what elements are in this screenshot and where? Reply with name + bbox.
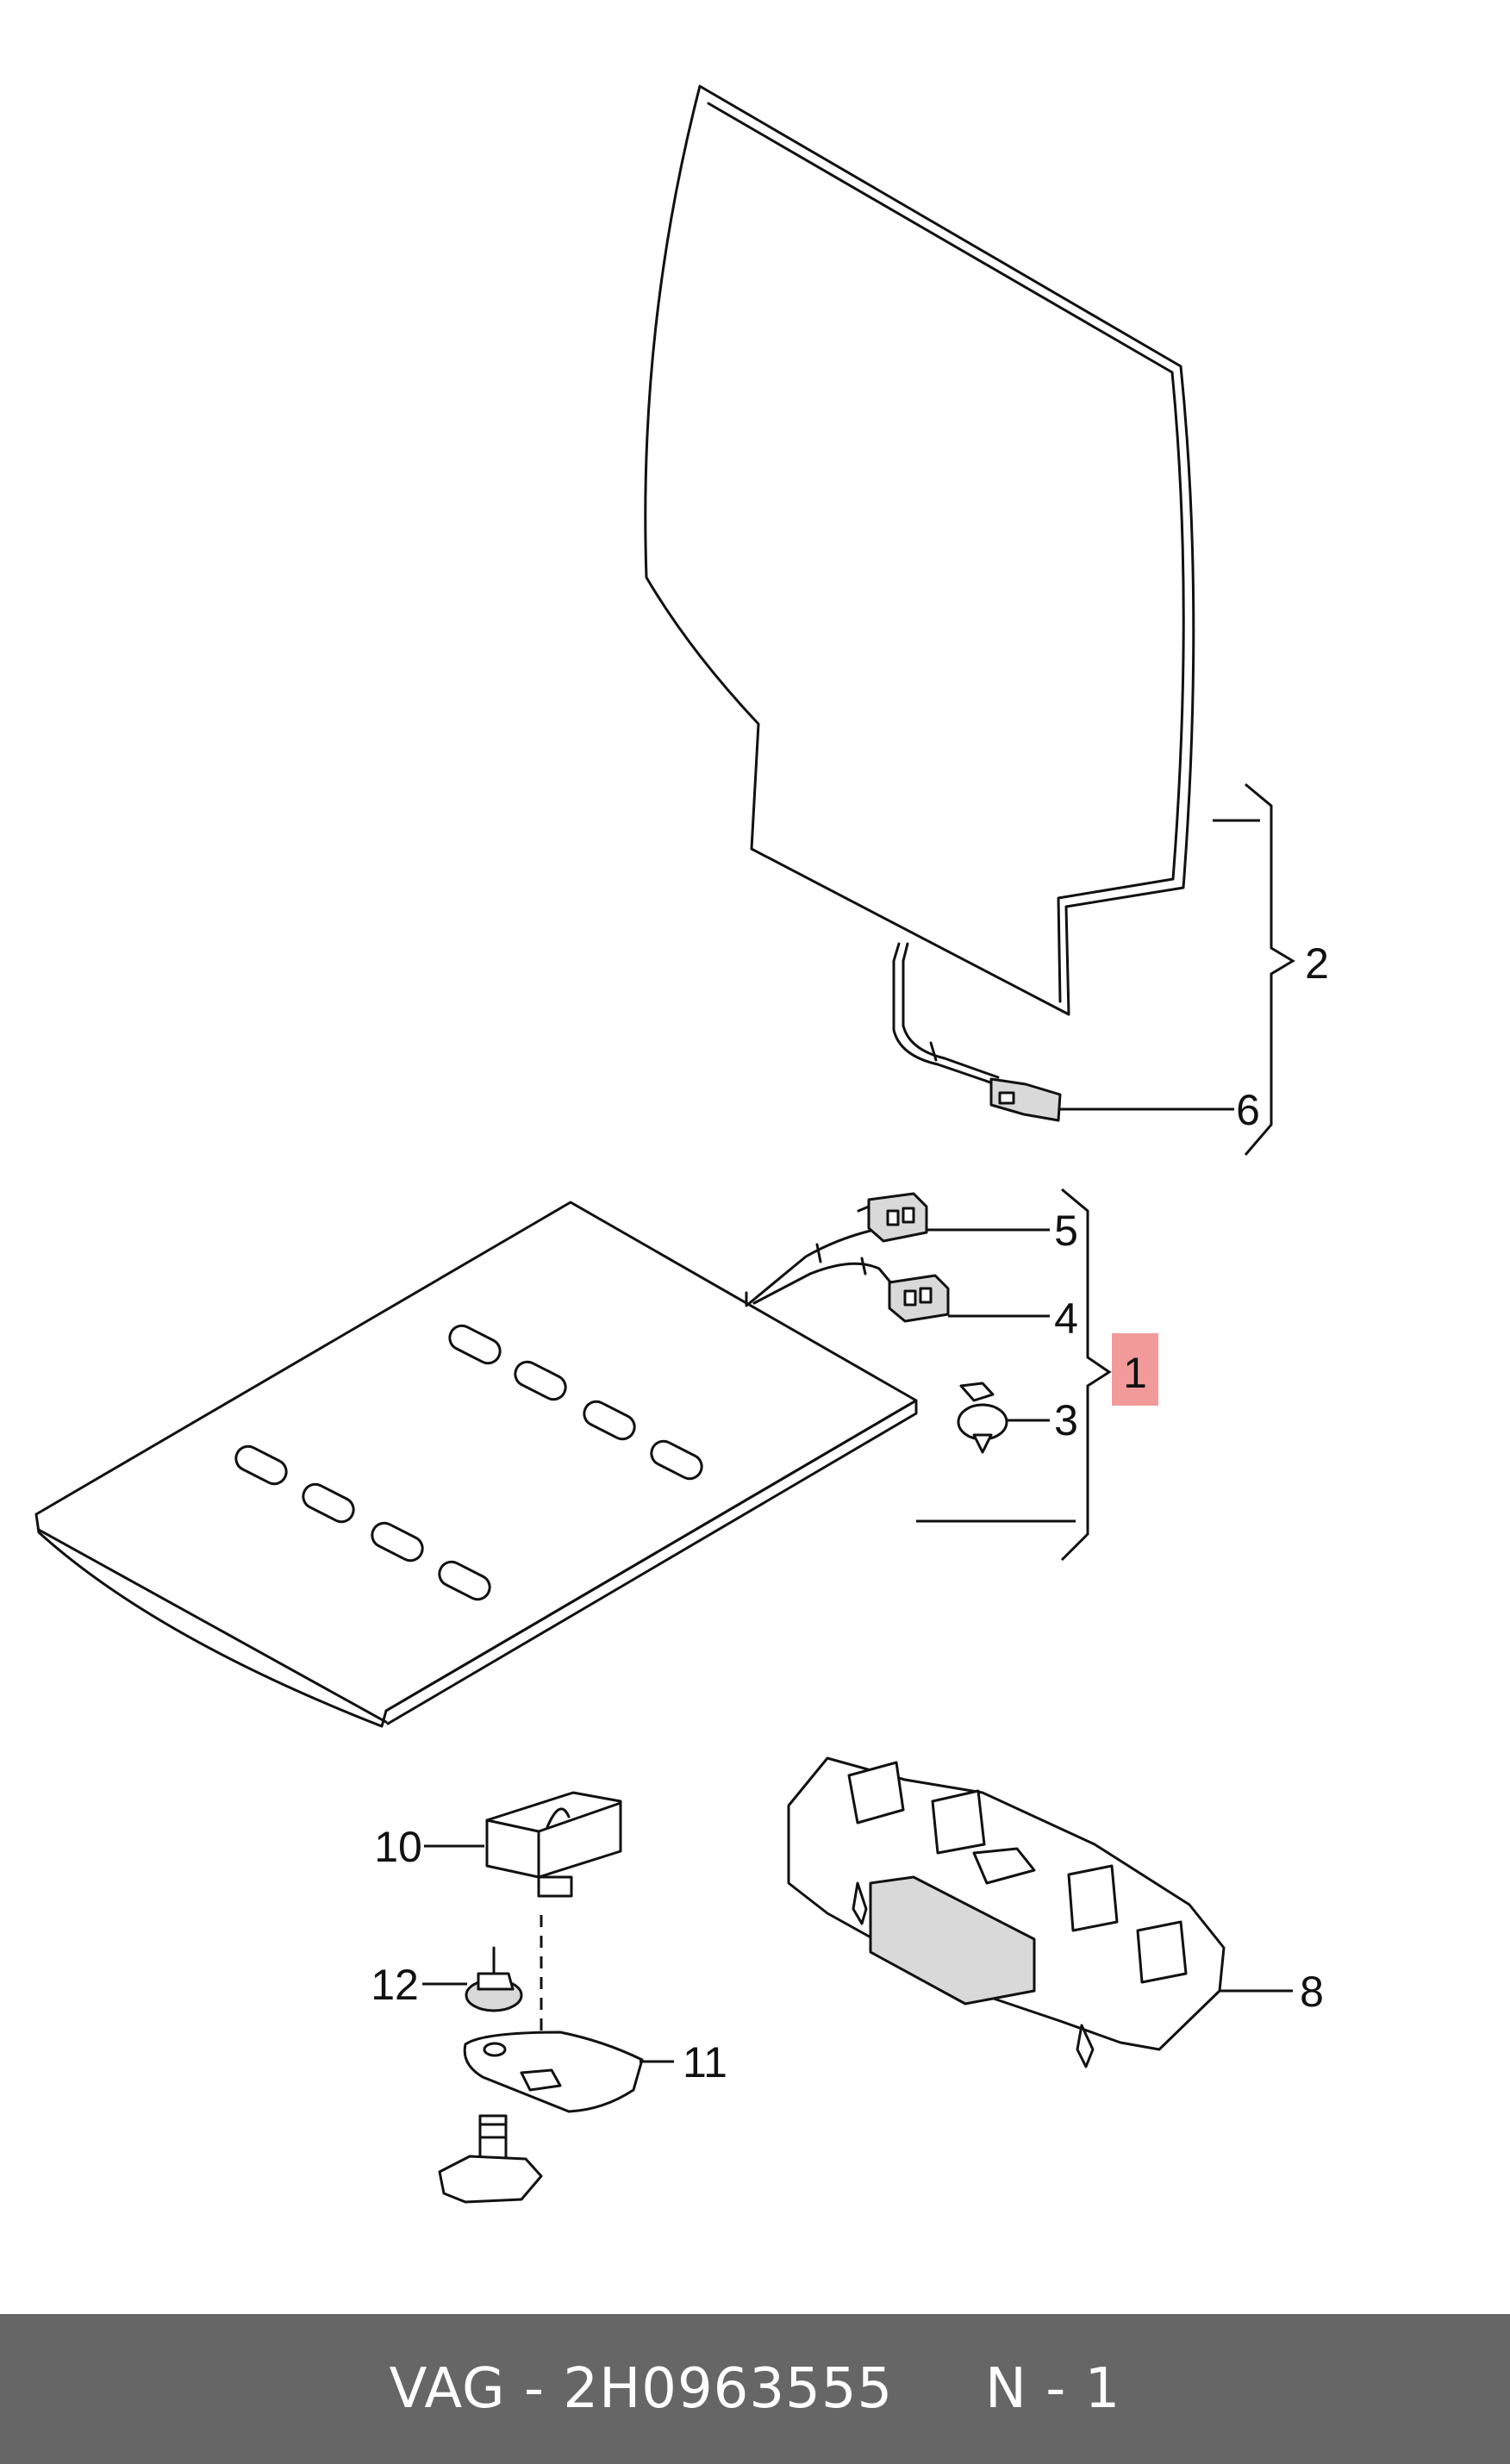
backrest-cable [892, 942, 1000, 1086]
highlight-box [1112, 1333, 1158, 1406]
brand-name: VAG [389, 2357, 506, 2421]
part-number: 2H0963555 [563, 2357, 894, 2421]
seat-heating-pad [34, 1201, 918, 1728]
callout-2: 2 [1305, 939, 1329, 988]
connector-5 [857, 1192, 928, 1243]
bolt-below-11 [438, 2114, 543, 2204]
bracket-group-1 [1060, 1188, 1112, 1562]
callout-3: 3 [1054, 1396, 1078, 1444]
callout-11: 11 [683, 2038, 727, 2087]
part-10-housing [485, 1791, 622, 2077]
quantity: N - 1 [984, 2357, 1121, 2421]
callout-4: 4 [1054, 1294, 1078, 1343]
backrest-heating-pad [644, 84, 1195, 1016]
callout-8: 8 [1300, 1968, 1324, 2016]
callout-10: 10 [374, 1823, 422, 1871]
connector-4 [888, 1274, 950, 1323]
seat-cable [745, 1229, 894, 1307]
clip-3 [957, 1382, 1008, 1454]
carrier-8 [787, 1756, 1226, 2068]
footer-text: VAG - 2H0963555 N - 1 [389, 2357, 1121, 2421]
part-info-footer: VAG - 2H0963555 N - 1 [0, 2314, 1510, 2464]
callout-12: 12 [371, 1961, 419, 2009]
exploded-parts-diagram: 1 2 3 4 5 6 8 10 11 12 [34, 84, 1329, 2204]
bracket-group-2 [1244, 783, 1295, 1156]
nut-12 [465, 1946, 523, 2012]
pad-slots [234, 1324, 703, 1601]
bracket-11 [463, 2030, 644, 2113]
callout-1: 1 [1123, 1349, 1147, 1397]
callout-6: 6 [1236, 1086, 1260, 1134]
callout-5: 5 [1054, 1207, 1078, 1255]
connector-6 [989, 1077, 1062, 1122]
